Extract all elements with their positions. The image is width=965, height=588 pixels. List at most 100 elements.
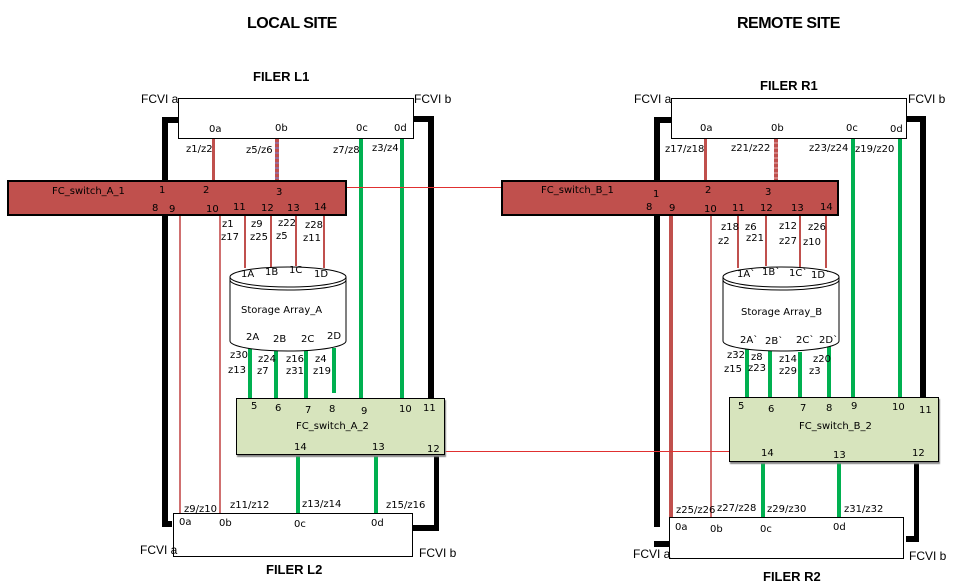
zone-label: z31/z32	[844, 504, 884, 515]
port-label: 9	[361, 406, 368, 417]
zone-label: z22	[278, 218, 296, 229]
fcvi-a-stub-l2	[162, 521, 172, 527]
port-label: 1A`	[737, 269, 756, 280]
filer-l1-title: FILER L1	[253, 69, 310, 84]
filer-l2-port-0a: 0a	[179, 517, 192, 528]
link-b1-9-r2-0a	[669, 216, 673, 522]
link-2b-b2-6	[768, 349, 772, 401]
link-b1-14-1d	[825, 216, 827, 268]
zone-label: z23/z24	[809, 143, 849, 154]
link-2b-a2-6	[274, 346, 278, 399]
cylinder-shape	[722, 266, 840, 352]
link-a2-13-l2-0d	[374, 455, 378, 517]
port-label: 2C`	[796, 335, 815, 346]
link-l1-0a	[212, 139, 215, 181]
port-label: 1B	[265, 267, 279, 278]
link-b1-13-1c	[799, 216, 801, 268]
port-label: 10	[399, 404, 412, 415]
zone-label: z3	[809, 366, 821, 377]
port-label: 5	[251, 401, 258, 412]
zone-label: z13	[228, 365, 246, 376]
link-a2-14-l2-0c	[296, 455, 300, 517]
filer-r1-port-0a: 0a	[700, 123, 713, 134]
filer-l2[interactable]: 0a 0b 0c 0d	[173, 513, 413, 557]
zone-label: z7/z8	[333, 145, 360, 156]
filer-l1-port-0d: 0d	[394, 123, 407, 134]
link-2d-b2-8	[827, 345, 831, 401]
port-label: 1	[653, 189, 660, 200]
fc-switch-b-2[interactable]: 5 6 7 8 9 10 11 FC_switch_B_2 14 13 12	[729, 397, 939, 462]
filer-r1-fcvi-a: FCVI a	[634, 92, 672, 106]
port-label: 2C	[301, 334, 315, 345]
array-name: Storage Array_B	[741, 307, 823, 318]
link-r1-0b	[774, 139, 778, 181]
port-label: 9	[851, 401, 858, 412]
port-label: 1A	[241, 269, 255, 280]
port-label: 1D`	[811, 270, 831, 281]
link-b2-13-r2-0d	[837, 462, 841, 518]
link-l1-0d	[400, 138, 404, 400]
zone-label: z18	[721, 222, 739, 233]
port-label: 14	[294, 442, 307, 453]
zone-label: z15/z16	[386, 500, 426, 511]
link-r1-0c	[851, 138, 855, 400]
link-2d-a2-8	[332, 348, 336, 393]
filer-l1-port-0a: 0a	[209, 124, 222, 135]
fcvi-b-stub-l2	[412, 525, 439, 531]
port-label: 3	[276, 187, 283, 198]
zone-label: z32	[727, 350, 745, 361]
zone-label: z28	[305, 220, 323, 231]
filer-l2-fcvi-a: FCVI a	[140, 543, 178, 557]
fcvi-a-stub-l1	[162, 117, 179, 123]
link-a1-11-1a	[244, 216, 246, 268]
fc-switch-b-1[interactable]: FC_switch_B_1 1 2 3 8 9 10 11 12 13 14	[501, 180, 839, 216]
filer-l2-fcvi-b: FCVI b	[419, 546, 457, 560]
port-label: 1B`	[762, 267, 781, 278]
filer-r1-port-0d: 0d	[890, 124, 903, 135]
filer-r1[interactable]: 0a 0b 0c 0d	[671, 98, 907, 139]
port-label: 9	[169, 204, 176, 215]
zone-label: z19/z20	[855, 144, 895, 155]
port-label: 10	[206, 204, 219, 215]
zone-label: z20	[813, 354, 831, 365]
fc-switch-a-1[interactable]: FC_switch_A_1 1 2 3 8 9 10 11 12 13 14	[7, 180, 347, 216]
zone-label: z4	[315, 354, 327, 365]
zone-label: z29	[779, 366, 797, 377]
zone-label: z1/z2	[186, 144, 213, 155]
storage-array-b[interactable]: 1A` 1B` 1C` 1D` Storage Array_B 2A` 2B` …	[722, 265, 840, 353]
zone-label: z25	[250, 232, 268, 243]
port-label: 1C`	[789, 268, 808, 279]
port-label: 3	[765, 187, 772, 198]
port-label: 8	[646, 202, 653, 213]
link-l1-0c	[359, 138, 363, 400]
zone-label: z6	[745, 222, 757, 233]
fc-switch-a-2[interactable]: 5 6 7 8 9 10 11 FC_switch_A_2 14 13 12	[236, 398, 445, 455]
filer-r1-port-0c: 0c	[846, 123, 858, 134]
filer-r2-port-0a: 0a	[675, 522, 688, 533]
port-label: 7	[800, 403, 807, 414]
link-2a-b2-5	[745, 349, 749, 401]
filer-r1-fcvi-b: FCVI b	[908, 92, 946, 106]
fcvi-a-stub-r1	[654, 117, 671, 123]
filer-l1-fcvi-b: FCVI b	[414, 92, 452, 106]
port-label: 8	[152, 203, 159, 214]
filer-l1-port-0c: 0c	[356, 123, 368, 134]
fcvi-a-link-r1	[654, 117, 660, 527]
filer-r2-fcvi-b: FCVI b	[909, 549, 947, 563]
port-label: 2D`	[819, 335, 839, 346]
filer-r2-port-0b: 0b	[710, 524, 723, 535]
zone-label: z27/z28	[717, 503, 757, 514]
port-label: 2	[705, 185, 712, 196]
port-label: 1	[159, 185, 166, 196]
link-2c-b2-7	[798, 352, 802, 401]
port-label: 12	[427, 444, 440, 455]
filer-r2-fcvi-a: FCVI a	[633, 547, 671, 561]
storage-array-a[interactable]: 1A 1B 1C 1D Storage Array_A 2A 2B 2C 2D	[229, 265, 347, 353]
link-a1-9-l2-0a	[179, 216, 181, 518]
filer-r2[interactable]: 0a 0b 0c 0d	[669, 517, 904, 559]
fcvi-b-link-r1	[920, 116, 926, 402]
port-label: 1D	[314, 269, 329, 280]
zone-label: z19	[313, 366, 331, 377]
filer-l1[interactable]: 0a 0b 0c 0d	[178, 98, 414, 139]
port-label: 5	[738, 401, 745, 412]
